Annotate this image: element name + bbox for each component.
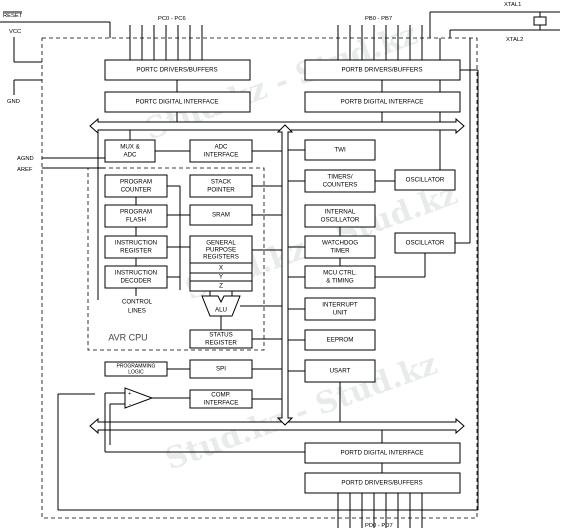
usart-label: USART: [330, 368, 351, 375]
instruction-register-label-2: REGISTER: [120, 248, 152, 255]
vcc-label: VCC: [9, 29, 21, 35]
eeprom-label: EEPROM: [327, 337, 354, 344]
program-flash-label-2: FLASH: [126, 217, 146, 224]
program-counter-label-2: COUNTER: [121, 187, 152, 194]
portb-digital-label: PORTB DIGITAL INTERFACE: [341, 99, 424, 106]
adc-interface-label-1: ADC: [214, 144, 228, 151]
crystal: [533, 16, 547, 26]
xtal2-label: XTAL2: [506, 37, 523, 43]
avr-cpu-label: AVR CPU: [108, 332, 147, 342]
portc-pin-lines: [129, 25, 203, 60]
status-register-label-1: STATUS: [209, 332, 233, 339]
timers-counters-label-1: TIMERS/: [327, 174, 352, 181]
programming-logic-label-1: PROGRAMMING: [117, 363, 156, 369]
comparator-plus: +: [128, 391, 132, 397]
gp-registers-label-3: REGISTERS: [203, 254, 239, 261]
oscillator-1-label: OSCILLATOR: [406, 177, 445, 184]
portd-digital-label: PORTD DIGITAL INTERFACE: [340, 450, 423, 457]
timers-counters-label-2: COUNTERS: [323, 182, 358, 189]
portd-drivers-block: [304, 472, 461, 494]
status-register-label-2: REGISTER: [205, 340, 237, 347]
oscillator-1-block: [394, 169, 456, 191]
reg-y-label: Y: [219, 274, 223, 281]
control-lines-label-2: LINES: [128, 308, 146, 315]
portb-pin-lines: [337, 25, 423, 60]
comp-interface-label-2: INTERFACE: [204, 400, 239, 407]
stack-pointer-label-2: POINTER: [207, 187, 235, 194]
stack-pointer-label-1: STACK: [211, 179, 232, 186]
program-flash-label-1: PROGRAM: [120, 209, 152, 216]
program-counter-label-1: PROGRAM: [120, 179, 152, 186]
adc-interface-label-2: INTERFACE: [204, 152, 239, 159]
twi-label: TWI: [334, 147, 346, 154]
reset-label: RESET: [3, 13, 23, 19]
mux-adc-label-1: MUX &: [120, 144, 140, 151]
alu-label: ALU: [215, 307, 227, 314]
comp-interface-label-1: COMP.: [211, 392, 231, 399]
reg-x-label: X: [219, 265, 223, 272]
sram-label: SRAM: [212, 212, 230, 219]
internal-oscillator-label-2: OSCILLATOR: [321, 217, 360, 224]
portb-pins-label: PB0 - PB7: [365, 16, 392, 22]
instruction-decoder-label-2: DECODER: [121, 278, 152, 285]
oscillator-2-label: OSCILLATOR: [406, 240, 445, 247]
portd-pins-label: PD0 - PD7: [365, 523, 393, 529]
agnd-label: AGND: [17, 156, 34, 162]
interrupt-unit-label-1: INTERRUPT: [322, 302, 358, 309]
programming-logic-label-2: LOGIC: [128, 369, 144, 375]
portb-drivers-label: PORTB DRIVERS/BUFFERS: [341, 67, 422, 74]
chip-boundary: [41, 37, 478, 519]
gnd-label: GND: [7, 99, 20, 105]
avr-cpu-boundary: [87, 167, 265, 351]
mcu-ctrl-label-2: & TIMING: [326, 278, 354, 285]
spi-label: SPI: [216, 366, 226, 373]
gp-registers-label-2: PURPOSE: [206, 247, 236, 254]
vertical-data-bus: [276, 124, 294, 426]
lower-data-bus: [89, 417, 465, 435]
mcu-ctrl-label-1: MCU CTRL.: [323, 270, 357, 277]
instruction-register-label-1: INSTRUCTION: [115, 240, 157, 247]
mux-adc-label-2: ADC: [123, 152, 137, 159]
aref-label: AREF: [17, 167, 33, 173]
watchdog-timer-label-2: TIMER: [330, 248, 350, 255]
reg-z-label: Z: [219, 283, 223, 290]
gp-registers-label-1: GENERAL: [206, 240, 236, 247]
portc-digital-label: PORTC DIGITAL INTERFACE: [135, 99, 218, 106]
comparator: [124, 387, 154, 409]
comparator-minus: -: [129, 402, 131, 408]
control-lines-label-1: CONTROL: [122, 299, 153, 306]
xtal1-label: XTAL1: [504, 2, 521, 8]
instruction-decoder-label-1: INSTRUCTION: [115, 270, 157, 277]
interrupt-unit-label-2: UNIT: [333, 310, 348, 317]
portc-pins-label: PC0 - PC6: [158, 16, 186, 22]
internal-oscillator-label-1: INTERNAL: [325, 209, 356, 216]
portd-drivers-label: PORTD DRIVERS/BUFFERS: [341, 480, 422, 487]
portc-drivers-label: PORTC DRIVERS/BUFFERS: [136, 67, 217, 74]
watchdog-timer-label-1: WATCHDOG: [322, 240, 358, 247]
